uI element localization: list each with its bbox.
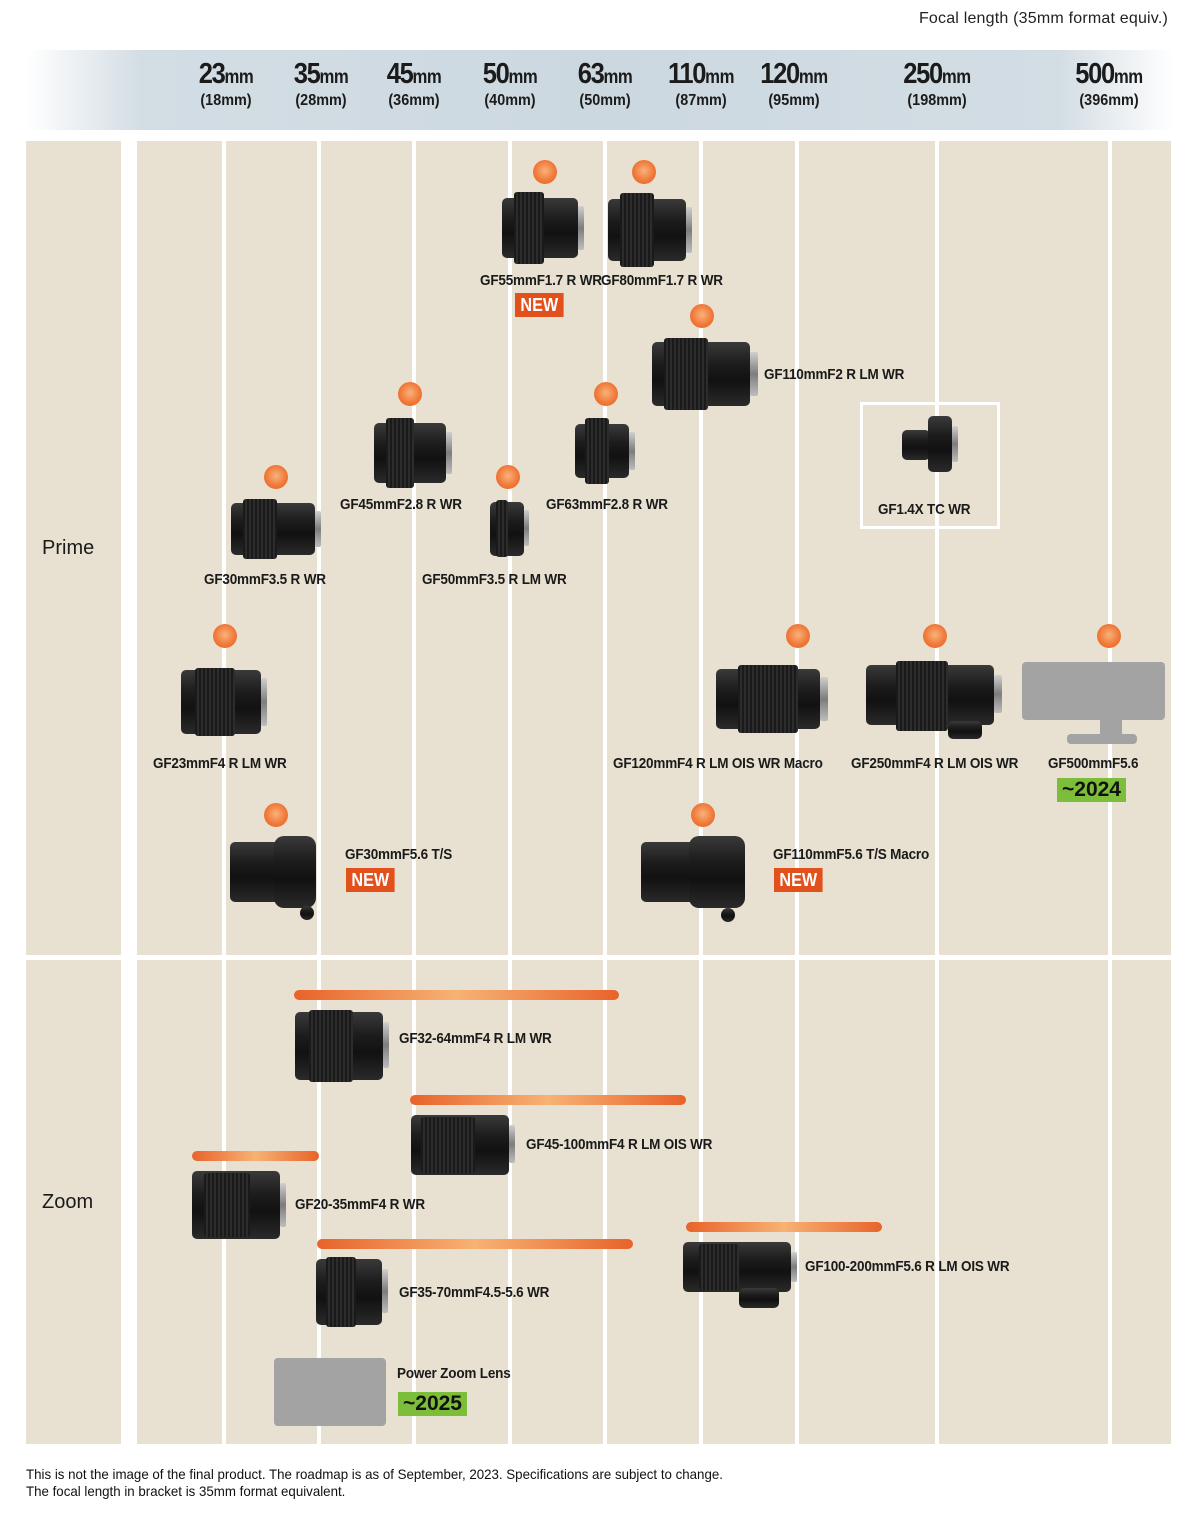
focal-marker	[496, 465, 520, 489]
focal-marker	[594, 382, 618, 406]
lens-name: GF45-100mmF4 R LM OIS WR	[526, 1136, 713, 1153]
row-label-prime: Prime	[26, 141, 121, 955]
release-year-badge: ~2025	[398, 1392, 467, 1416]
lens-image-gf32-64[interactable]	[295, 1010, 389, 1082]
focal-marker	[264, 803, 288, 827]
lens-image-gf14x-tc[interactable]	[902, 416, 958, 472]
row-label-zoom: Zoom	[26, 960, 121, 1444]
lens-name: GF45mmF2.8 R WR	[340, 496, 462, 513]
focal-marker	[632, 160, 656, 184]
lens-name: GF30mmF5.6 T/S	[345, 846, 453, 863]
lens-name: GF55mmF1.7 R WR	[480, 272, 602, 289]
gridline-50	[508, 141, 512, 1444]
lens-name: GF110mmF2 R LM WR	[764, 366, 905, 383]
focal-marker	[533, 160, 557, 184]
lens-image-gf30-ts[interactable]	[230, 830, 318, 920]
lens-image-gf110-f2[interactable]	[652, 338, 758, 410]
lens-name: GF63mmF2.8 R WR	[546, 496, 668, 513]
new-badge: NEW	[515, 293, 564, 317]
new-badge: NEW	[346, 868, 395, 892]
lens-name: Power Zoom Lens	[397, 1365, 511, 1382]
focal-label-110: 110mm(87mm)	[667, 58, 735, 109]
lens-image-gf20-35[interactable]	[192, 1171, 286, 1239]
lens-placeholder-gf500[interactable]	[1022, 662, 1165, 744]
lens-name: GF20-35mmF4 R WR	[295, 1196, 425, 1213]
footnote-line: The focal length in bracket is 35mm form…	[26, 1483, 346, 1499]
zoom-range-bar	[410, 1095, 686, 1105]
gridline-110	[699, 141, 703, 1444]
zoom-range-bar	[192, 1151, 319, 1161]
focal-marker	[690, 304, 714, 328]
focal-marker	[923, 624, 947, 648]
lens-name: GF80mmF1.7 R WR	[601, 272, 723, 289]
lens-placeholder-power-zoom[interactable]	[274, 1358, 386, 1426]
focal-label-63: 63mm(50mm)	[577, 58, 633, 109]
lens-image-gf100-200[interactable]	[683, 1242, 797, 1312]
focal-label-45: 45mm(36mm)	[386, 58, 442, 109]
lens-name: GF500mmF5.6	[1048, 755, 1139, 772]
lens-name: GF32-64mmF4 R LM WR	[399, 1030, 552, 1047]
focal-label-35: 35mm(28mm)	[293, 58, 349, 109]
gridline-45	[412, 141, 416, 1444]
gridline-35	[317, 141, 321, 1444]
gridline-120	[795, 141, 799, 1444]
lens-image-gf63[interactable]	[575, 418, 635, 484]
lens-image-gf120[interactable]	[716, 665, 828, 733]
focal-marker	[1097, 624, 1121, 648]
focal-marker	[264, 465, 288, 489]
lens-name: GF50mmF3.5 R LM WR	[422, 571, 567, 588]
focal-length-header	[26, 50, 1174, 130]
zoom-range-bar	[294, 990, 619, 1000]
lens-image-gf35-70[interactable]	[316, 1257, 388, 1327]
lens-image-gf23[interactable]	[181, 668, 267, 736]
axis-caption: Focal length (35mm format equiv.)	[918, 10, 1168, 27]
zoom-range-bar	[686, 1222, 882, 1232]
footnote-line: This is not the image of the final produ…	[26, 1466, 723, 1482]
lens-image-gf55[interactable]	[502, 192, 586, 264]
gridline-250	[935, 141, 939, 1444]
release-year-badge: ~2024	[1057, 778, 1126, 802]
lens-image-gf110-ts[interactable]	[641, 830, 747, 922]
focal-marker	[213, 624, 237, 648]
footnote: This is not the image of the final produ…	[26, 1466, 723, 1500]
focal-label-500: 500mm(396mm)	[1075, 58, 1143, 109]
lens-image-gf50[interactable]	[490, 500, 530, 557]
lens-image-gf30-f35[interactable]	[231, 497, 321, 561]
focal-label-23: 23mm(18mm)	[198, 58, 254, 109]
zoom-range-bar	[317, 1239, 633, 1249]
teleconverter-box	[860, 402, 1000, 529]
focal-label-120: 120mm(95mm)	[760, 58, 828, 109]
lens-name: GF30mmF3.5 R WR	[204, 571, 326, 588]
new-badge: NEW	[774, 868, 823, 892]
lens-name: GF1.4X TC WR	[878, 501, 971, 518]
lens-name: GF110mmF5.6 T/S Macro	[773, 846, 930, 863]
gridline-23	[222, 141, 226, 1444]
focal-marker	[691, 803, 715, 827]
lens-image-gf45-100[interactable]	[411, 1115, 515, 1175]
lens-name: GF100-200mmF5.6 R LM OIS WR	[805, 1258, 1010, 1275]
lens-name: GF120mmF4 R LM OIS WR Macro	[613, 755, 823, 772]
focal-marker	[786, 624, 810, 648]
focal-label-250: 250mm(198mm)	[903, 58, 971, 109]
gridline-63	[603, 141, 607, 1444]
lens-name: GF23mmF4 R LM WR	[153, 755, 287, 772]
lens-name: GF35-70mmF4.5-5.6 WR	[399, 1284, 550, 1301]
lens-image-gf250[interactable]	[866, 661, 1002, 743]
row-divider	[26, 955, 1174, 960]
lens-image-gf80[interactable]	[608, 193, 692, 267]
lens-name: GF250mmF4 R LM OIS WR	[851, 755, 1019, 772]
lens-image-gf45[interactable]	[374, 418, 452, 488]
focal-label-50: 50mm(40mm)	[482, 58, 538, 109]
focal-marker	[398, 382, 422, 406]
